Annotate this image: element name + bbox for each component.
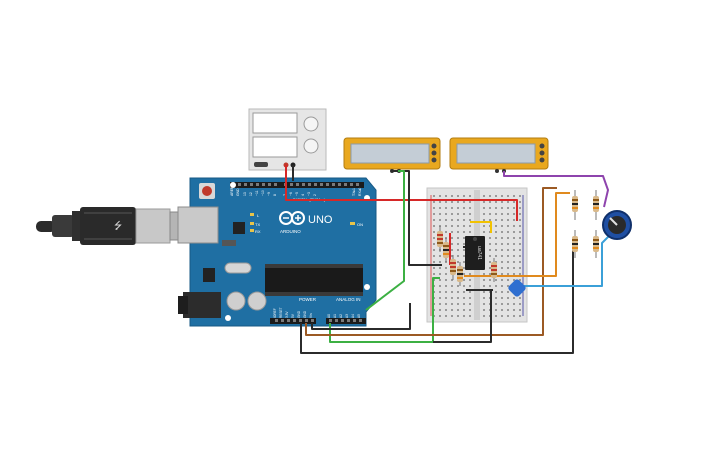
pin-label: TX▸1 <box>352 188 356 196</box>
wire-green-lcd-left[interactable] <box>365 170 405 311</box>
pin-label: A5 <box>357 314 361 318</box>
usb-jack <box>177 206 219 244</box>
pin-label: RX◂0 <box>358 188 362 196</box>
pin-label: IOREF <box>273 308 277 318</box>
resistors[interactable] <box>437 190 599 286</box>
svg-text:⭍: ⭍ <box>114 220 122 232</box>
pin-label: ~9 <box>267 192 271 196</box>
pin-label: A0 <box>327 314 331 318</box>
opamp-ic[interactable]: ua741 <box>465 236 485 270</box>
resistor[interactable] <box>593 230 599 258</box>
lcd-screen <box>350 143 430 164</box>
usb-cable[interactable]: ⭍ <box>36 207 193 245</box>
led-tx-label: TX <box>255 222 260 227</box>
pin-label: ~6 <box>289 192 293 196</box>
wire-purple[interactable] <box>503 171 609 208</box>
resistor[interactable] <box>450 255 456 280</box>
supply-display-bottom <box>252 136 298 158</box>
atmega-chip <box>265 268 363 292</box>
lcd-display-left[interactable] <box>343 137 441 173</box>
pin-label: 3.3V <box>285 311 289 318</box>
resistor[interactable] <box>572 230 578 258</box>
pin-label: ~5 <box>295 192 299 196</box>
supply-switch[interactable] <box>254 162 268 167</box>
power-jack <box>183 292 221 318</box>
pin-label: A3 <box>345 314 349 318</box>
pin-label: GND <box>236 188 240 196</box>
reset-button[interactable] <box>202 186 212 196</box>
led-rx-label: RX <box>255 229 261 234</box>
resistor[interactable] <box>491 258 497 282</box>
lcd-display-right[interactable] <box>449 137 549 173</box>
wire-red-supply[interactable] <box>285 165 518 221</box>
pin-label: 5V <box>291 313 295 318</box>
pin-label: RESET <box>279 307 283 318</box>
power-label: POWER <box>299 297 317 302</box>
led-on-label: ON <box>357 222 363 227</box>
wires <box>285 165 610 354</box>
led-tx <box>250 222 254 225</box>
resistor[interactable] <box>437 226 443 252</box>
pin-label: AREF <box>230 187 234 196</box>
uno-label: UNO <box>308 214 333 226</box>
pin-label: 2 <box>313 194 317 196</box>
resistor[interactable] <box>443 238 449 262</box>
supply-knob-current[interactable] <box>303 138 319 154</box>
resistor[interactable] <box>593 190 599 220</box>
led-rx <box>250 229 254 232</box>
brand-label: ARDUINO <box>280 229 301 234</box>
pin-label: A4 <box>351 314 355 318</box>
led-l-label: L <box>257 213 260 218</box>
power-supply[interactable] <box>248 108 327 171</box>
led-l <box>250 213 254 216</box>
supply-display-top <box>252 112 298 134</box>
trimmer-potentiometer[interactable] <box>507 278 527 298</box>
pin-label: ~11 <box>255 190 259 196</box>
pin-label: 4 <box>301 194 305 196</box>
wire-black-gnd[interactable] <box>300 243 574 354</box>
ic-label: ua741 <box>476 246 482 260</box>
wire-black-vin[interactable] <box>311 303 411 330</box>
wire-orange[interactable] <box>464 192 570 277</box>
wire-yellow[interactable] <box>470 221 492 233</box>
pin-label: ~3 <box>307 192 311 196</box>
pin-label: 8 <box>273 194 277 196</box>
wire-black-bottom[interactable] <box>433 290 492 343</box>
arduino-uno-board[interactable]: AREF GND 13 12 ~11 ~10 ~9 8 7 ~6 ~5 4 ~3… <box>177 177 377 327</box>
pin-label: Vin <box>309 313 313 318</box>
analog-label: ANALOG IN <box>336 297 361 302</box>
pin-label: 12 <box>249 192 253 196</box>
resistor[interactable] <box>572 190 578 220</box>
lcd-screen <box>456 143 536 164</box>
pin-label: GND <box>297 310 301 318</box>
pin-label: 13 <box>243 192 247 196</box>
supply-knob-voltage[interactable] <box>303 116 319 132</box>
analog-header[interactable] <box>326 318 366 324</box>
pin-label: A1 <box>333 314 337 318</box>
pin-label: GND <box>303 310 307 318</box>
wire-blue[interactable] <box>512 235 610 287</box>
arduino-logo <box>279 211 305 225</box>
potentiometer-large[interactable] <box>602 210 632 240</box>
pin-label: ~10 <box>261 190 265 196</box>
wire-brown[interactable] <box>305 187 557 336</box>
led-on <box>350 222 355 225</box>
resistor[interactable] <box>457 262 463 286</box>
pin-label: A2 <box>339 314 343 318</box>
